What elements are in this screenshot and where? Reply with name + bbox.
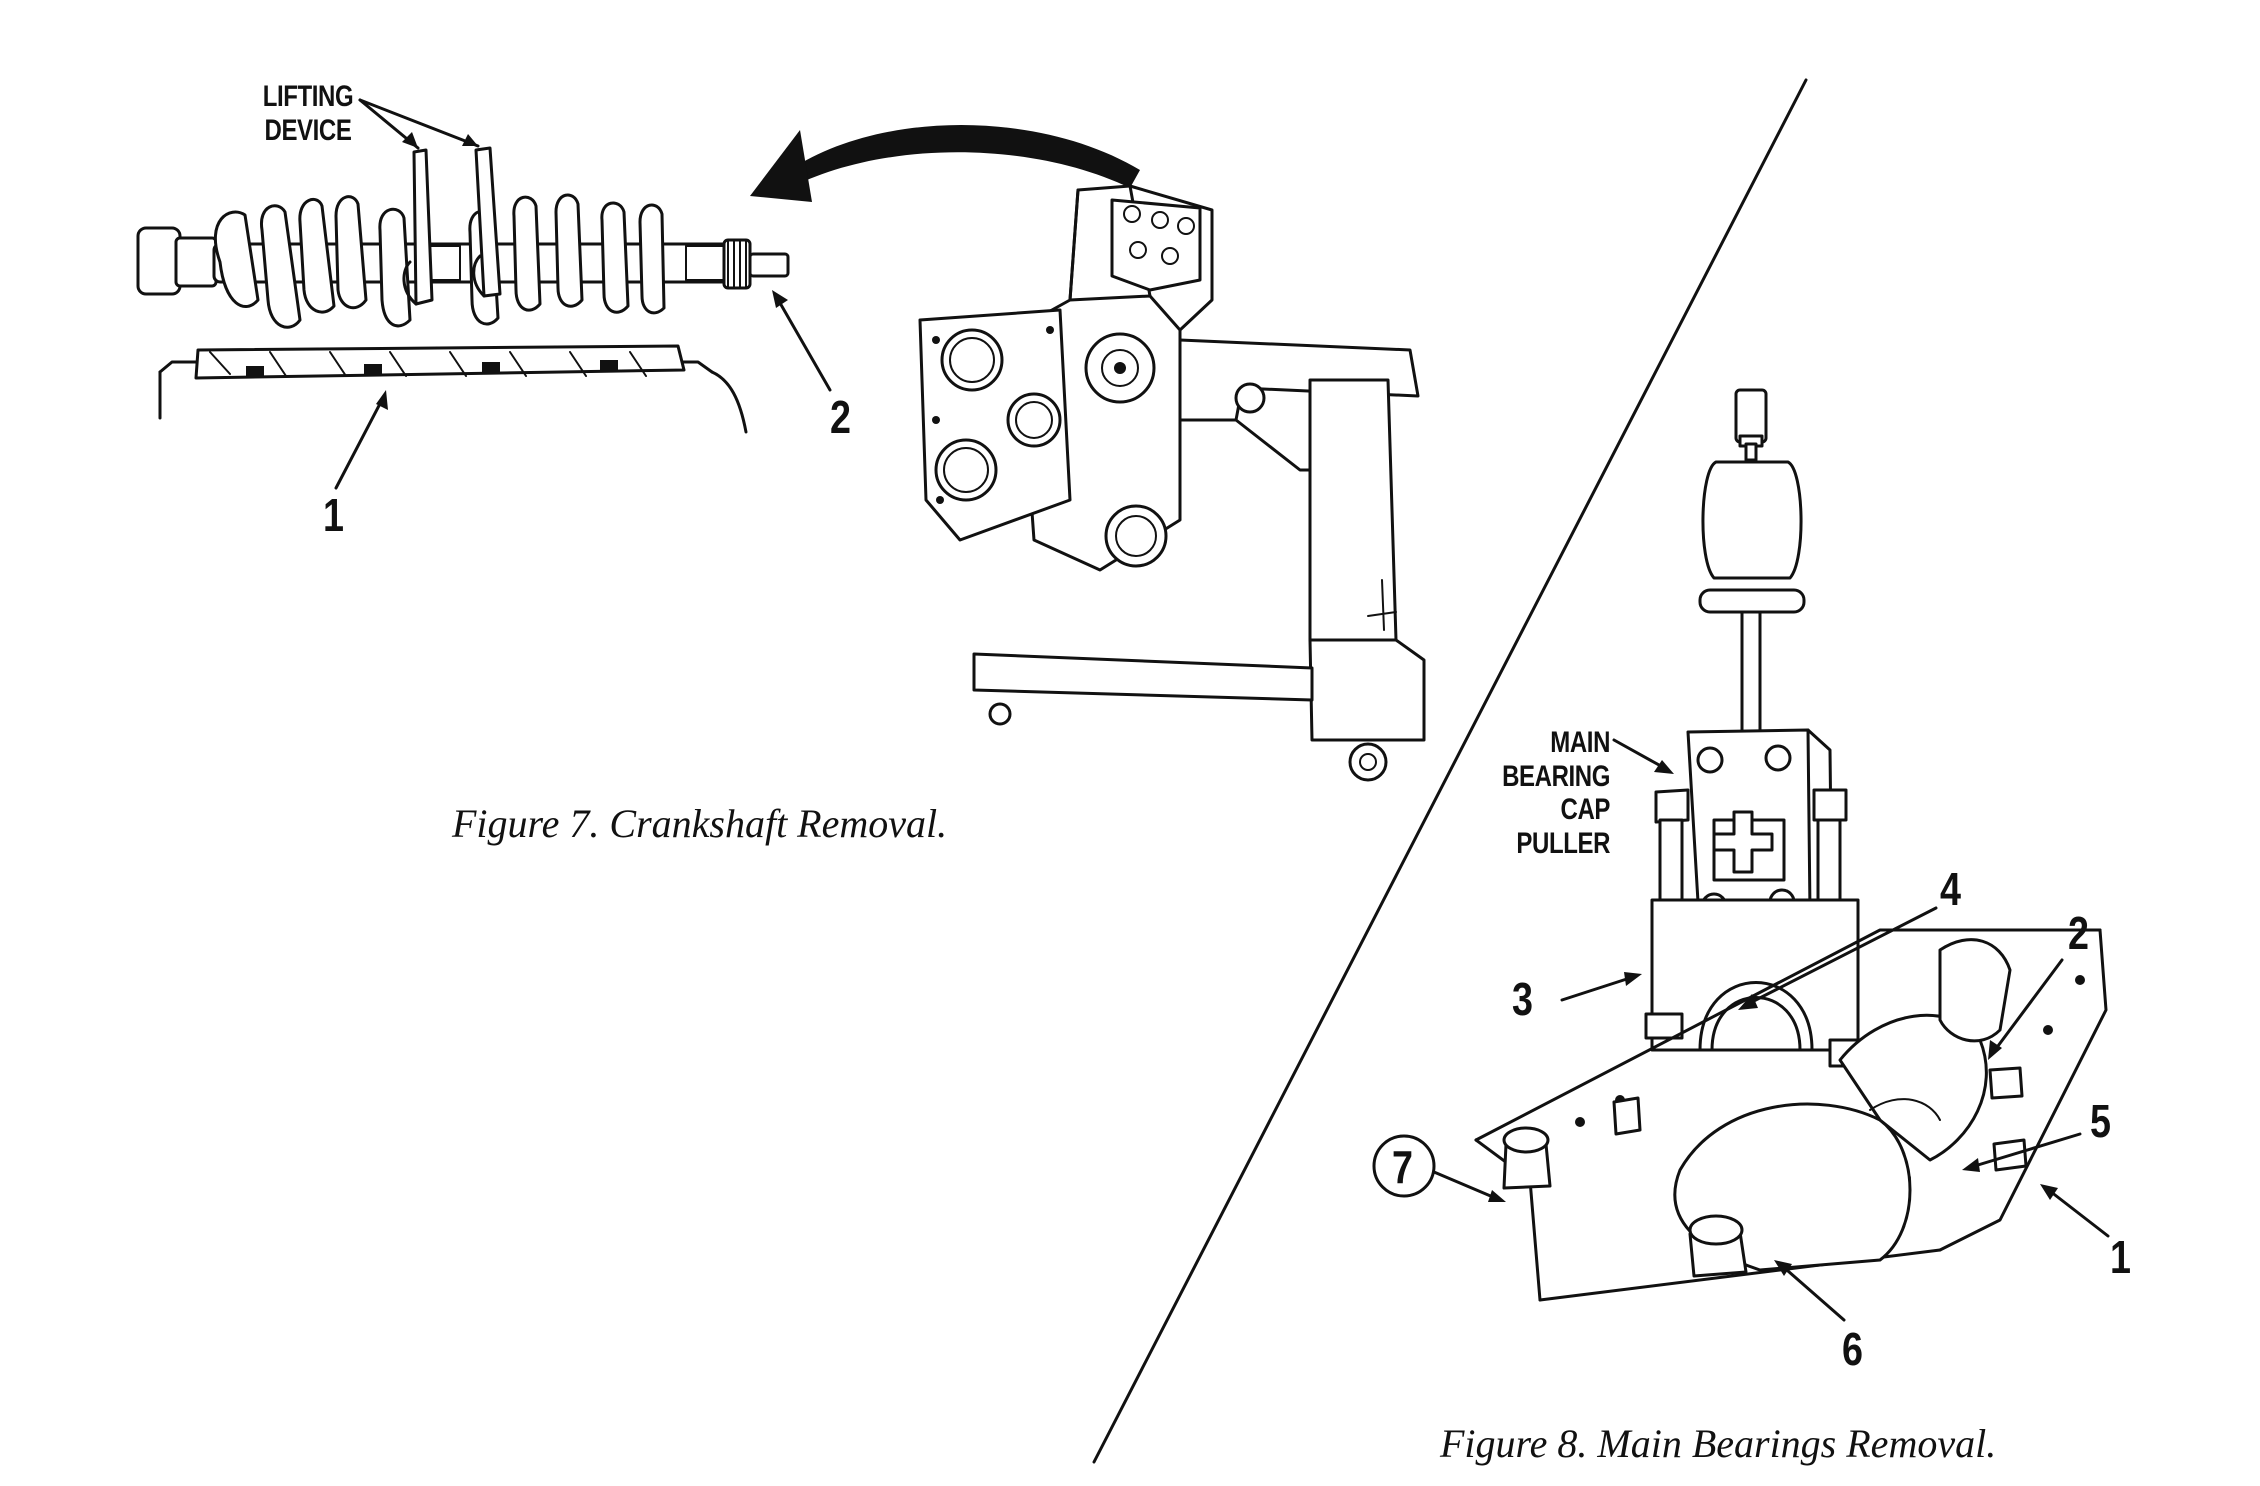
engine-on-stand-drawing <box>918 184 1426 782</box>
figure8-callout-1: 1 <box>2110 1231 2131 1283</box>
figure8-caption: Figure 8. Main Bearings Removal. <box>1440 1421 1997 1466</box>
slide-hammer-drawing <box>1698 388 1806 734</box>
callout-7-circle <box>1372 1134 1436 1198</box>
curved-arrow-icon <box>750 125 1140 202</box>
bearing-cap-drawing <box>1644 898 1874 1068</box>
engine-block-crankshaft-drawing <box>1474 928 2108 1302</box>
figure8-callout-5: 5 <box>2090 1095 2111 1147</box>
figure8-callout-4: 4 <box>1940 863 1961 915</box>
figure7-leaders <box>334 98 832 490</box>
figure7-callout-2: 2 <box>830 391 851 443</box>
bearing-cap-puller-drawing <box>1654 728 1848 938</box>
figure-divider-line <box>1092 78 1808 1464</box>
figure8-leaders <box>1372 738 2110 1322</box>
label-lifting-device: LIFTING DEVICE <box>262 80 354 147</box>
figure7-callout-1: 1 <box>323 489 344 541</box>
figure8-callout-6: 6 <box>1842 1323 1863 1375</box>
label-main-bearing-cap-puller: MAIN BEARING CAP PULLER <box>1502 726 1610 860</box>
figure7-caption: Figure 7. Crankshaft Removal. <box>452 801 948 846</box>
lifting-device-drawing <box>402 146 502 306</box>
engine-block-lower-drawing <box>158 344 748 434</box>
crankshaft-drawing <box>136 193 790 329</box>
figure8-callout-7: 7 <box>1392 1141 1413 1193</box>
figure8-callout-2: 2 <box>2068 907 2089 959</box>
figure8-callout-3: 3 <box>1512 973 1533 1025</box>
